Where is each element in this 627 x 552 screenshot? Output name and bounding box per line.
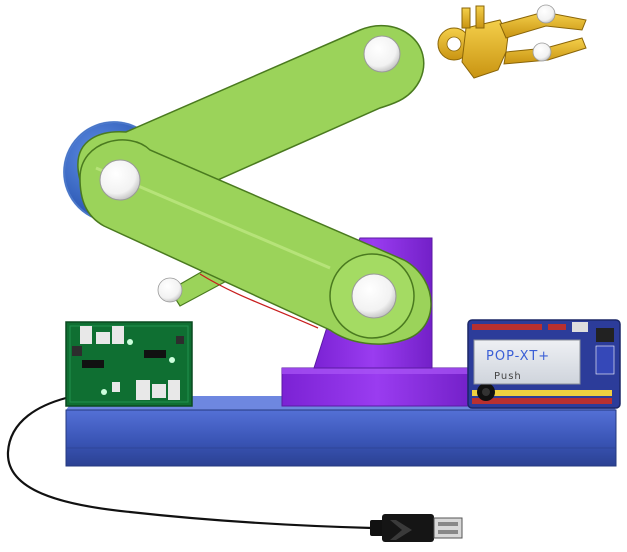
gripper [437, 4, 587, 79]
lcd-line-2: Push [494, 371, 522, 382]
usb-cable [6, 396, 373, 530]
lcd-line-1: POP-XT+ [486, 349, 550, 364]
motor-driver-pcb [65, 321, 193, 407]
lcd-screen [473, 339, 581, 385]
elbow-pin [351, 273, 397, 319]
controller-board: POP-XT+ Push [467, 319, 621, 409]
usb-plug-icon [370, 514, 463, 542]
shoulder-pin [99, 159, 141, 201]
wrist-pin [363, 35, 401, 73]
